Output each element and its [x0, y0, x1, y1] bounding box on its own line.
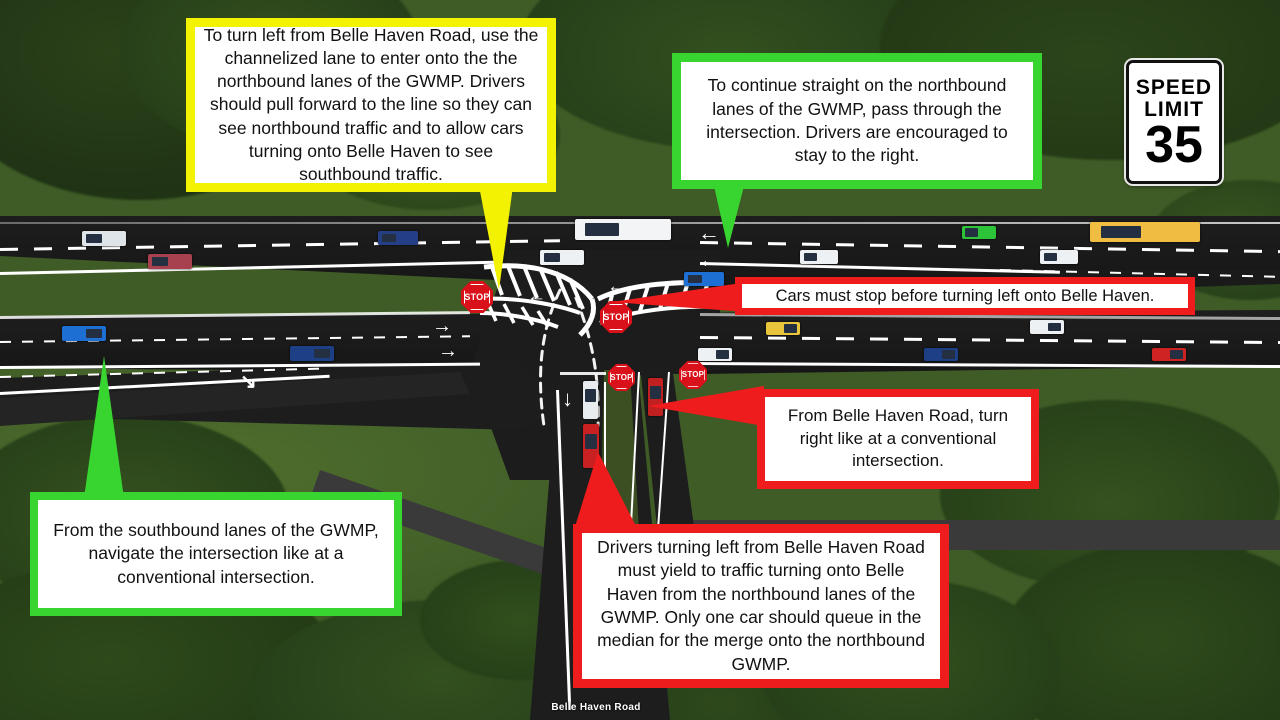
- vehicle-windshield: [86, 233, 103, 244]
- vehicle-windshield: [688, 274, 703, 284]
- vehicle: [148, 254, 192, 269]
- callout-text: From the southbound lanes of the GWMP, n…: [53, 519, 379, 587]
- stop-sign-median-center: STOP: [600, 301, 632, 333]
- vehicle: [1040, 250, 1078, 264]
- speed-sign-line1: SPEED: [1135, 76, 1213, 100]
- stop-sign-channelized-west: STOP: [461, 281, 493, 313]
- vehicle: [1030, 320, 1064, 334]
- stop-sign-label: STOP: [610, 372, 633, 382]
- speed-limit-sign: SPEED LIMIT 35: [1126, 60, 1222, 184]
- arrow-nb-inner-left-icon: ←: [698, 247, 720, 272]
- vehicle: [1152, 348, 1186, 361]
- vehicle: [766, 322, 800, 335]
- stop-sign-label: STOP: [464, 291, 490, 302]
- speed-sign-value: 35: [1145, 116, 1203, 175]
- callout-tail-red-queue: [574, 452, 638, 530]
- intersection-guide-curves: [539, 288, 600, 428]
- vehicle: [62, 326, 106, 341]
- vehicle-windshield: [585, 433, 597, 449]
- vehicle-windshield: [1043, 252, 1058, 262]
- stop-sign-label: STOP: [603, 311, 629, 322]
- callout-text: Cars must stop before turning left onto …: [775, 286, 1155, 305]
- vehicle-windshield: [1101, 225, 1141, 239]
- vehicle: [1090, 222, 1200, 242]
- callout-text: From Belle Haven Road, turn right like a…: [787, 405, 1009, 471]
- callout-tail-red-turn-right: [648, 386, 764, 426]
- callout-tail-green-bottom: [84, 356, 124, 498]
- vehicle-windshield: [942, 350, 955, 359]
- callout-turn-left-from-belle-haven: To turn left from Belle Haven Road, use …: [186, 18, 556, 192]
- stop-sign-belle-haven-left: STOP: [608, 364, 635, 391]
- callout-text: To continue straight on the northbound l…: [706, 75, 1008, 166]
- vehicle: [583, 424, 599, 468]
- arrow-channel-west-left-icon: ←: [527, 286, 546, 307]
- vehicle: [378, 231, 418, 245]
- vehicle: [290, 346, 334, 361]
- callout-cars-must-stop: Cars must stop before turning left onto …: [735, 277, 1195, 315]
- vehicle: [540, 250, 584, 265]
- vehicle-windshield: [85, 328, 102, 339]
- vehicle-windshield: [1048, 322, 1061, 332]
- callout-yield-and-queue: Drivers turning left from Belle Haven Ro…: [573, 524, 949, 688]
- callout-southbound-conventional: From the southbound lanes of the GWMP, n…: [30, 492, 402, 616]
- vehicle: [962, 226, 996, 239]
- arrow-ramp-southwest-icon: ↘: [240, 371, 257, 393]
- arrow-nb-outer-left-icon: ←: [698, 220, 720, 245]
- vehicle-windshield: [803, 252, 818, 262]
- callout-turn-right-conventional: From Belle Haven Road, turn right like a…: [757, 389, 1039, 489]
- vehicle: [82, 231, 126, 246]
- callout-text: Drivers turning left from Belle Haven Ro…: [597, 537, 925, 674]
- vehicle-windshield: [544, 252, 561, 263]
- vehicle: [800, 250, 838, 264]
- arrow-sb-outer-right-icon: →: [432, 315, 452, 337]
- arrow-sb-inner-right-icon: →: [438, 340, 458, 362]
- vehicle-windshield: [382, 233, 397, 243]
- callout-text: To turn left from Belle Haven Road, use …: [203, 25, 539, 184]
- callout-continue-straight-northbound: To continue straight on the northbound l…: [672, 53, 1042, 189]
- median-stop-bar: [560, 372, 606, 375]
- vehicle-windshield: [1170, 350, 1183, 359]
- callout-tail-red-stop: [612, 282, 748, 312]
- vehicle-windshield: [585, 389, 596, 403]
- vehicle-windshield: [650, 386, 661, 400]
- stop-sign-belle-haven-right: STOP: [679, 361, 707, 389]
- arrow-channel-east-left-icon: ←: [607, 276, 626, 297]
- vehicle-windshield: [716, 350, 729, 359]
- belle-haven-road-label: Belle Haven Road: [551, 702, 641, 713]
- speed-sign-line2: LIMIT: [1144, 98, 1204, 122]
- vehicle-windshield: [152, 256, 169, 267]
- vehicle-windshield: [584, 222, 620, 237]
- stop-sign-label: STOP: [681, 370, 705, 379]
- callout-tail-yellow: [479, 186, 513, 290]
- arrow-belle-haven-down-icon: ↓: [562, 386, 573, 411]
- vehicle-windshield: [965, 228, 978, 237]
- vehicle-windshield: [784, 324, 797, 333]
- vehicle: [575, 219, 671, 240]
- vehicle-windshield: [313, 348, 330, 359]
- callout-tail-green-top: [714, 186, 744, 248]
- vehicle: [684, 272, 724, 286]
- vehicle: [583, 381, 598, 419]
- vehicle: [924, 348, 958, 361]
- vehicle: [698, 348, 732, 361]
